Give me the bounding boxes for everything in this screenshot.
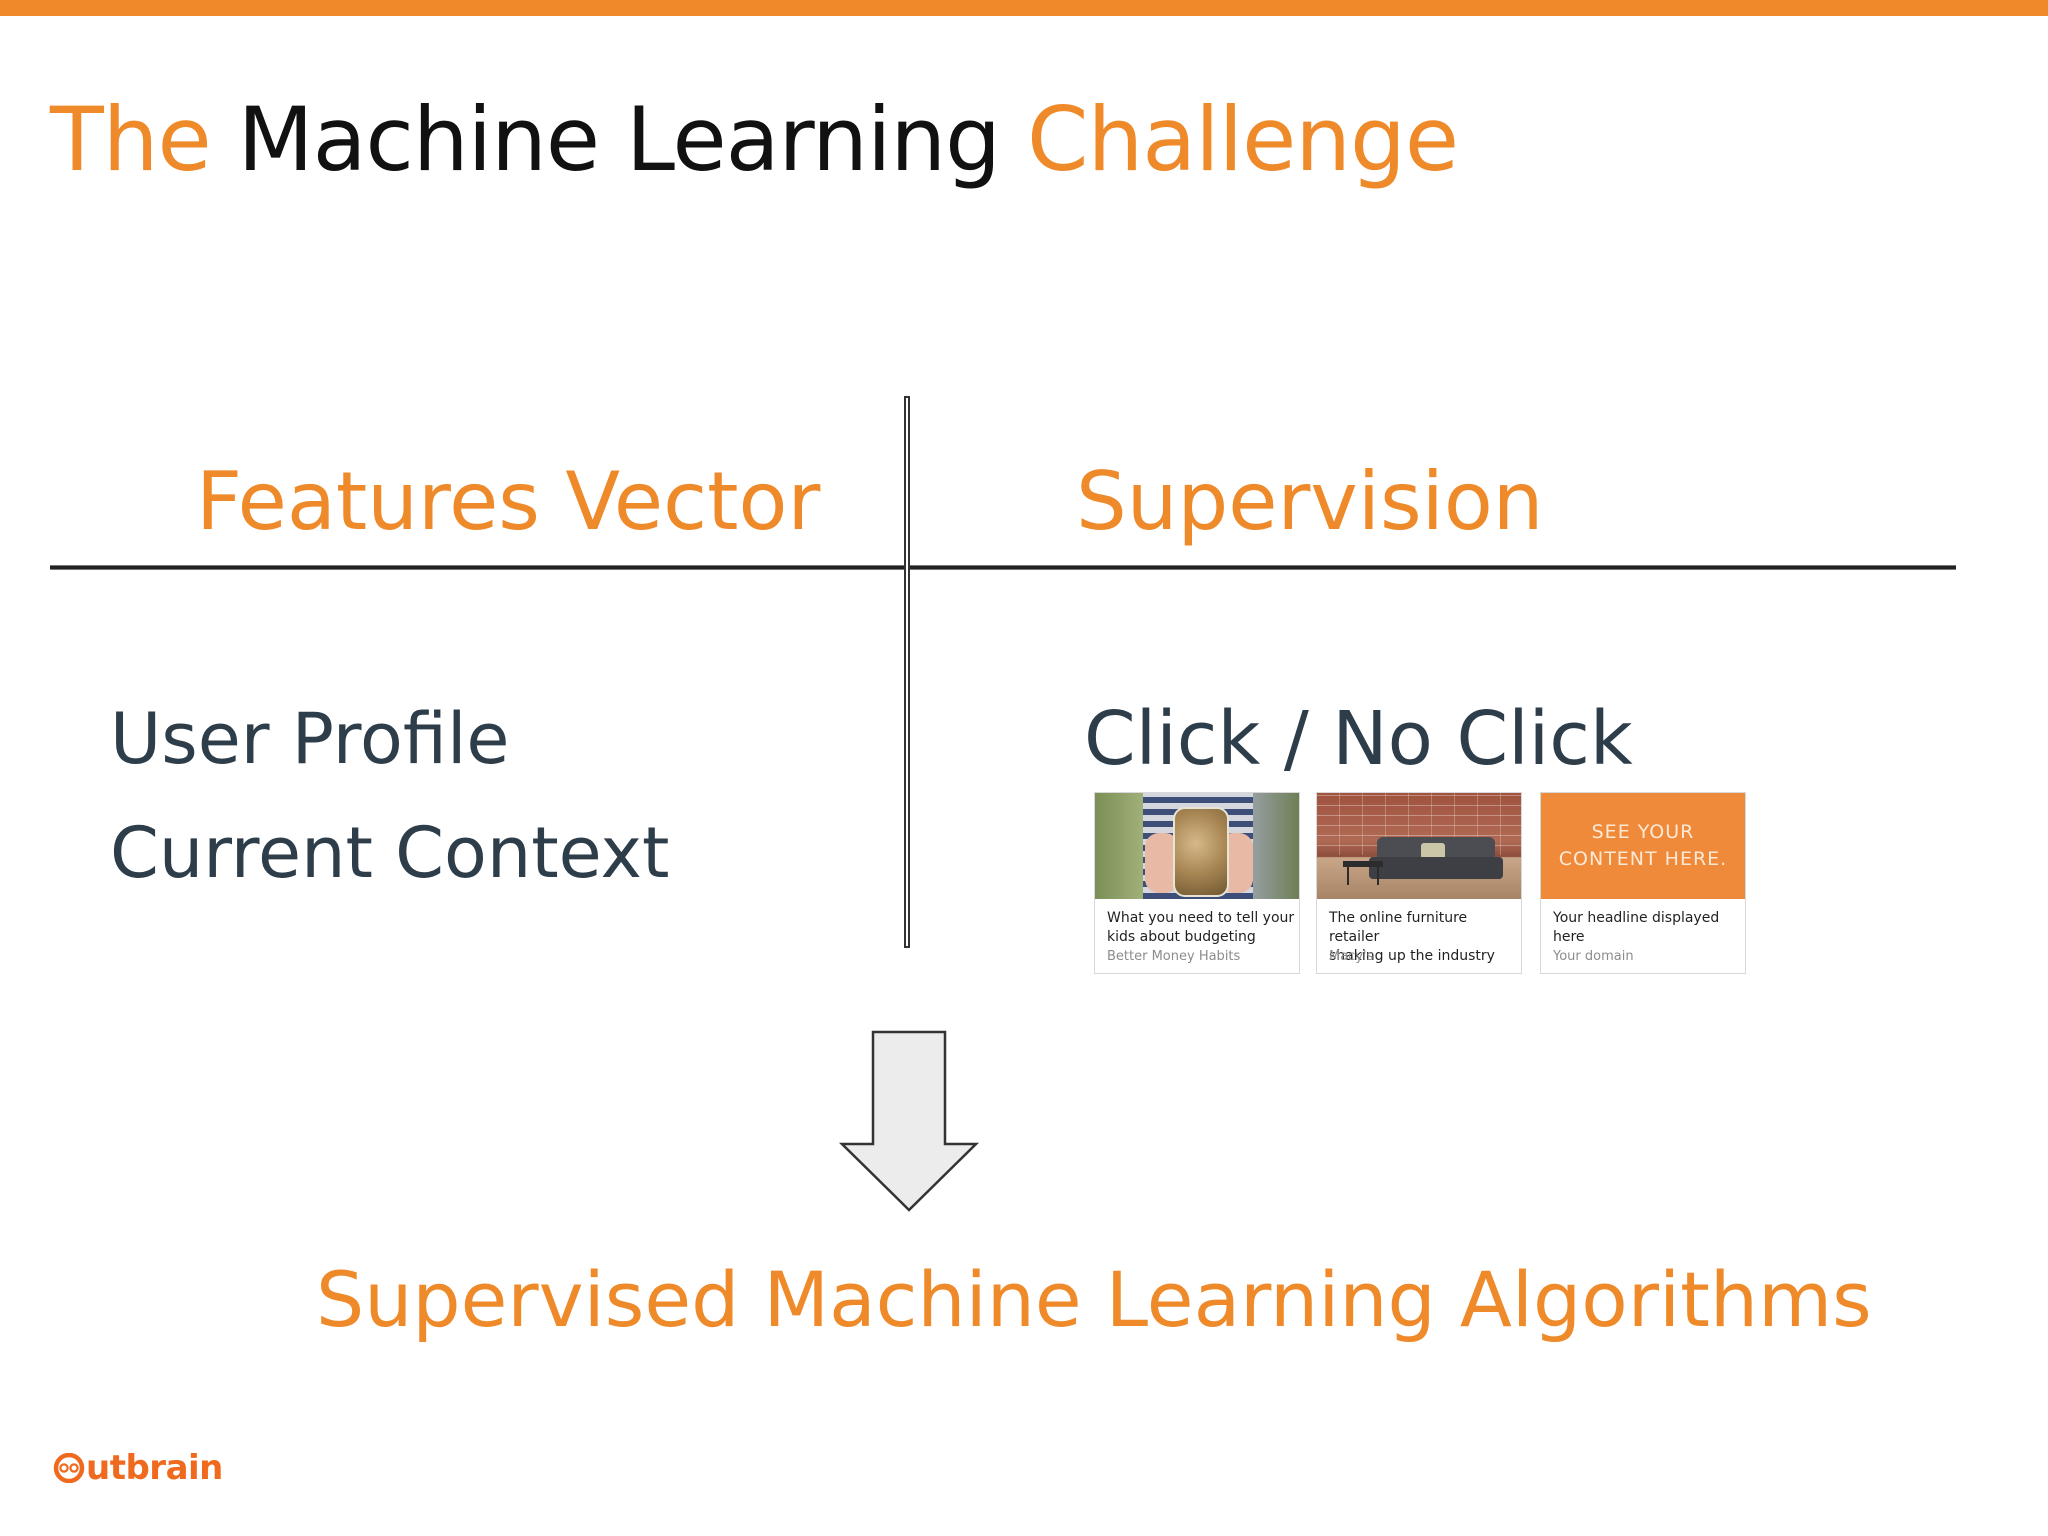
card-image-coin-jar [1095, 793, 1299, 899]
recommendation-widget: What you need to tell your kids about bu… [1094, 792, 1750, 974]
card-source: Better Money Habits [1107, 949, 1241, 964]
recommendation-card[interactable]: The online furniture retailer shaking up… [1316, 792, 1522, 974]
title-part-the: The [50, 88, 212, 191]
supervised-ml-algorithms: Supervised Machine Learning Algorithms [316, 1255, 1872, 1344]
down-arrow-icon [838, 1030, 980, 1212]
recommendation-card[interactable]: SEE YOUR CONTENT HERE. Your headline dis… [1540, 792, 1746, 974]
card-image-promo: SEE YOUR CONTENT HERE. [1541, 793, 1745, 899]
logo-wordmark: utbrain [86, 1448, 223, 1488]
slide-title: The Machine Learning Challenge [50, 96, 1459, 184]
card-headline: Your headline displayed here [1553, 910, 1720, 945]
outbrain-logo: utbrain [52, 1448, 223, 1488]
title-part-challenge: Challenge [1027, 88, 1459, 191]
feature-current-context: Current Context [110, 812, 670, 894]
card-source: Macy's [1329, 949, 1374, 964]
title-part-machine-learning: Machine Learning [237, 88, 1001, 191]
promo-text: SEE YOUR CONTENT HERE. [1558, 821, 1728, 870]
supervision-heading: Supervision [1076, 455, 1544, 548]
recommendation-card[interactable]: What you need to tell your kids about bu… [1094, 792, 1300, 974]
click-no-click-label: Click / No Click [1084, 696, 1633, 782]
features-vector-heading: Features Vector [196, 455, 821, 548]
card-source: Your domain [1553, 949, 1634, 964]
top-accent-bar [0, 0, 2048, 16]
card-headline: The online furniture retailer shaking up… [1329, 910, 1495, 964]
feature-user-profile: User Profile [110, 698, 510, 780]
card-image-sofa [1317, 793, 1521, 899]
vertical-divider [904, 396, 910, 948]
horizontal-divider [50, 565, 1956, 570]
outbrain-logo-icon [53, 1453, 85, 1483]
card-headline: What you need to tell your kids about bu… [1107, 910, 1295, 945]
